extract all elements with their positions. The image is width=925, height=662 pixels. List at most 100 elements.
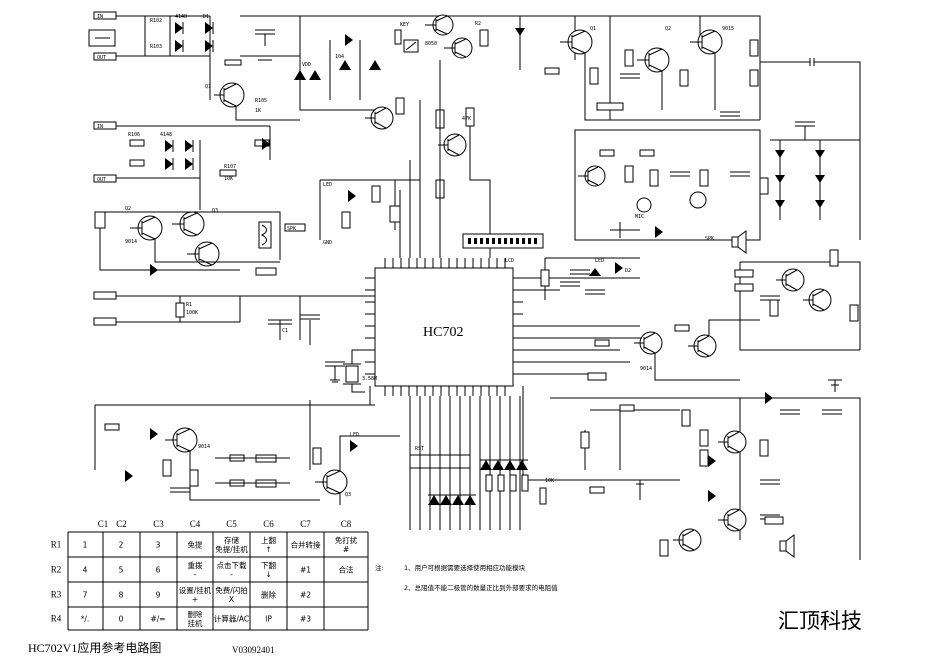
svg-text:LED: LED: [595, 258, 604, 264]
svg-text:9014: 9014: [125, 239, 137, 245]
svg-text:R105: R105: [255, 98, 267, 104]
hook-switch-block: 9014: [94, 386, 375, 501]
svg-text:104: 104: [335, 54, 344, 60]
keypad-cell: 下翻↓: [261, 561, 276, 579]
keypad-cell: 4: [83, 566, 88, 575]
company-brand: 汇顶科技: [778, 609, 862, 633]
driver-transistors: Q2 Q3 9014 SPK: [94, 206, 306, 276]
svg-text:9014: 9014: [198, 444, 210, 450]
svg-text:4148: 4148: [160, 132, 172, 138]
amplifier-stage-top: Q1 Q2 9015: [515, 15, 861, 240]
svg-text:8050: 8050: [425, 41, 437, 47]
handset-amplifier: 9014: [522, 319, 861, 560]
keypad-cell: 合并转接: [291, 540, 321, 550]
power-block: LED D2: [523, 257, 640, 300]
svg-text:4148: 4148: [175, 14, 187, 20]
keypad-col-header: C7: [300, 519, 311, 529]
led-indicator-block: LED GND: [319, 179, 420, 246]
diagram-title: HC702V1应用参考电路图: [28, 640, 161, 655]
keypad-col-header: C8: [341, 519, 352, 529]
keypad-cell: 计算器/AC: [214, 614, 249, 624]
svg-text:LED: LED: [323, 182, 332, 188]
svg-text:D2: D2: [625, 268, 631, 274]
svg-text:LCD: LCD: [505, 258, 514, 264]
keypad-cell: 删除: [261, 590, 276, 600]
keypad-cell: 5: [119, 566, 124, 575]
keypad-cell: 上翻↑: [261, 536, 276, 554]
note-line-1: 1、用户可根据需要选择使用相应功能模块: [404, 563, 526, 572]
svg-text:R1: R1: [186, 302, 192, 308]
svg-text:Q1: Q1: [205, 84, 211, 90]
svg-text:IN: IN: [97, 124, 103, 130]
svg-text:SPK: SPK: [287, 226, 296, 232]
svg-text:D1: D1: [203, 14, 209, 20]
svg-text:47K: 47K: [462, 116, 471, 122]
keypad-cell: 合法: [339, 565, 354, 575]
svg-text:Q3: Q3: [212, 208, 218, 214]
svg-text:GND: GND: [323, 240, 332, 246]
svg-text:Q1: Q1: [590, 26, 596, 32]
svg-text:100K: 100K: [186, 310, 198, 316]
keypad-cell: 7: [83, 591, 88, 600]
keypad-cell: 8: [119, 591, 124, 600]
led-driver: LED Q3: [309, 400, 400, 505]
hc702-chip: HC702: [365, 258, 523, 396]
svg-text:1K: 1K: [255, 108, 261, 114]
keypad-cell: 存储免提/挂机: [215, 535, 248, 554]
dial-pulse-block: VDD 104 KEY R2 8050 47K: [240, 14, 520, 258]
line-interface-block: IN OUT R102 R103 4148 D1 Q1 R105 1K: [88, 11, 301, 121]
svg-text:9015: 9015: [722, 26, 734, 32]
svg-text:OUT: OUT: [97, 55, 106, 61]
svg-text:Q2: Q2: [125, 206, 131, 212]
svg-text:R102: R102: [150, 18, 162, 24]
keypad-cell: #1: [300, 566, 311, 575]
keypad-row-header: R1: [51, 540, 62, 550]
line-feed-block: R1 100K C1: [93, 291, 375, 345]
keypad-matrix-network: 10K RST: [409, 396, 554, 530]
note-line-2: 2、总阻值不能二极管的数量正比到外部要求的电阻值: [404, 583, 558, 592]
svg-text:3.58M: 3.58M: [362, 376, 377, 382]
keypad-cell: 免提: [188, 540, 203, 550]
keypad-cell: 9: [156, 591, 161, 600]
keypad-cell: IP: [265, 615, 272, 624]
keypad-row-header: R2: [51, 565, 62, 575]
keypad-cell: 0: [119, 615, 124, 624]
crystal-oscillator: 3.58M: [325, 349, 377, 393]
keypad-cell: 2: [119, 541, 124, 550]
svg-text:Q2: Q2: [665, 26, 671, 32]
speaker-amplifier: SPK: [705, 230, 861, 351]
svg-text:MIC: MIC: [635, 214, 644, 220]
svg-text:R103: R103: [150, 44, 162, 50]
svg-text:C1: C1: [282, 328, 288, 334]
keypad-col-header: C5: [226, 519, 237, 529]
svg-text:OUT: OUT: [97, 177, 106, 183]
keypad-cell: #2: [300, 591, 311, 600]
keypad-cell: 免打扰#: [335, 535, 358, 554]
version-code: V03092401: [232, 645, 275, 655]
svg-text:LED: LED: [350, 432, 359, 438]
keypad-cell: 3: [156, 541, 161, 550]
ringer-block: MIC: [574, 121, 860, 241]
svg-text:VDD: VDD: [302, 62, 311, 68]
svg-text:10K: 10K: [545, 478, 554, 484]
keypad-cell: 6: [156, 566, 161, 575]
svg-text:IN: IN: [97, 14, 103, 20]
keypad-row-header: R3: [51, 590, 62, 600]
keypad-cell: 1: [83, 541, 88, 550]
keypad-cell: #/=: [150, 615, 165, 624]
notes-label: 注:: [375, 563, 384, 572]
keypad-col-header: C2: [116, 519, 127, 529]
svg-text:KEY: KEY: [400, 22, 409, 28]
keypad-cell: */.: [81, 615, 90, 624]
keypad-col-header: C4: [190, 519, 201, 529]
keypad-cell: #3: [300, 615, 311, 624]
keypad-cell: 重拨-: [188, 560, 203, 579]
svg-text:Q3: Q3: [345, 492, 351, 498]
svg-text:R107: R107: [224, 164, 236, 170]
lcd-connector: LCD: [462, 233, 544, 264]
svg-text:R106: R106: [128, 132, 140, 138]
svg-text:R2: R2: [475, 21, 481, 27]
